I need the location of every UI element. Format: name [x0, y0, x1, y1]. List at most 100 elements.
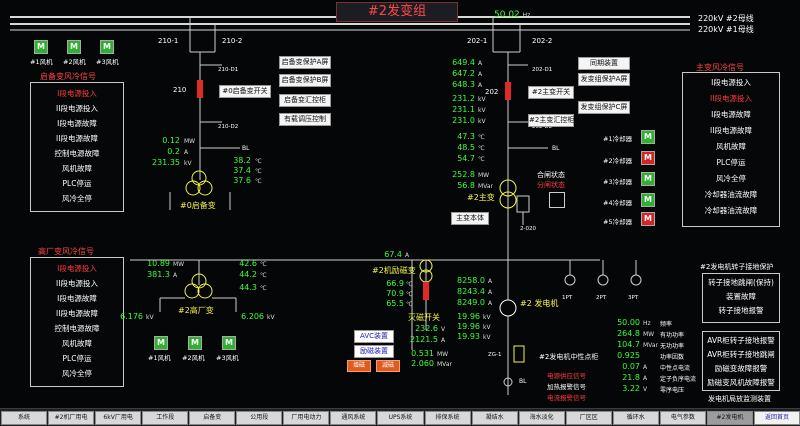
gen-reading-unit: MVar — [643, 342, 658, 349]
signal-row: AVR柜转子接地跳闸 — [707, 350, 775, 359]
aux-temp-1: 42.6 — [239, 259, 257, 268]
gen-voltage-b: 19.96 — [457, 322, 480, 331]
startup-control-cabinet-button[interactable]: 启备变汇控柜 — [279, 94, 331, 107]
aux-mw-value: 10.89 — [147, 259, 170, 268]
nav-button[interactable]: 厂区区 — [565, 411, 612, 425]
pt2-label: 2PT — [596, 295, 607, 301]
startup-protect-a-button[interactable]: 启备变保护A屏 — [279, 56, 331, 69]
main-current-a: 649.4 — [452, 58, 475, 67]
switch-210-d2[interactable]: 210-D2 — [218, 124, 239, 130]
field-breaker-label: 灭磁开关 — [408, 313, 440, 322]
nav-button[interactable]: 凝结水 — [471, 411, 518, 425]
nav-button[interactable]: 系统 — [1, 411, 48, 425]
gen-current-a: 8258.0 — [457, 276, 485, 285]
startup-breaker-button[interactable]: #0启备变开关 — [219, 85, 271, 98]
tap-changer-control-button[interactable]: 有载调压控制 — [279, 113, 331, 126]
signal-row: PLC停运 — [62, 354, 92, 363]
exc-breaker-icon[interactable] — [423, 282, 429, 300]
sync-device-button[interactable]: 同期装置 — [578, 57, 630, 70]
switch-2-020[interactable]: 2-020 — [520, 226, 536, 232]
unit-label: MW — [173, 261, 185, 268]
switch-202-1[interactable]: 202-1 — [467, 37, 488, 45]
unit-label: ℃ — [260, 261, 267, 268]
cooler-label: #2冷却器 — [603, 157, 633, 165]
generator-name: #2 发电机 — [520, 299, 559, 308]
aux-fan3-motor-icon[interactable]: M — [222, 336, 236, 350]
aux-fan2-motor-icon[interactable]: M — [188, 336, 202, 350]
aux-amp-value: 381.3 — [147, 270, 170, 279]
switch-202-d1[interactable]: 202-D1 — [532, 67, 553, 73]
breaker-210-label: 210 — [173, 86, 187, 94]
close-state-title: 合闸状态 — [537, 171, 565, 179]
cooler2-motor-icon[interactable]: M — [641, 151, 655, 165]
unit-label: ℃ — [406, 291, 413, 298]
fan1-motor-icon[interactable]: M — [34, 40, 48, 54]
gen-reading-value: 264.8 — [617, 329, 640, 338]
nav-button[interactable]: 工作段 — [142, 411, 189, 425]
nav-button[interactable]: 排保系统 — [424, 411, 471, 425]
main-breaker-button[interactable]: #2主变开关 — [528, 86, 574, 99]
nav-button[interactable]: #2机厂用电 — [48, 411, 95, 425]
field-voltage: 232.6 — [415, 324, 438, 333]
unit-label: ℃ — [406, 281, 413, 288]
gen-reading-unit: Hz — [643, 320, 651, 327]
lower-excitation-button[interactable]: 减磁 — [376, 360, 400, 372]
startup-temp-3: 37.6 — [233, 176, 251, 185]
partial-discharge-monitor-label[interactable]: 发电机局放监测装置 — [708, 395, 771, 403]
exc-temp-1: 66.9 — [386, 279, 404, 288]
nav-button[interactable]: 海水淡化 — [518, 411, 565, 425]
main-control-cabinet-button[interactable]: #2主变汇控柜 — [528, 114, 574, 127]
nav-button[interactable]: 公用段 — [236, 411, 283, 425]
nav-button[interactable]: 电气参数 — [659, 411, 706, 425]
nav-button[interactable]: 厂用电动力 — [283, 411, 330, 425]
switch-210-2[interactable]: 210-2 — [222, 37, 243, 45]
breaker-210-icon[interactable] — [197, 80, 203, 98]
breaker-202-icon[interactable] — [505, 82, 511, 100]
gen-reading-unit: MW — [643, 331, 655, 338]
unit-label: MW — [478, 172, 490, 179]
aux-xfmr-name: #2高厂变 — [178, 306, 214, 315]
fan3-motor-icon[interactable]: M — [100, 40, 114, 54]
unit-label: MVar — [478, 183, 493, 190]
raise-excitation-button[interactable]: 增磁 — [347, 360, 371, 372]
switch-202-d2[interactable]: 202-D2 — [532, 124, 553, 130]
cooler1-motor-icon[interactable]: M — [641, 130, 655, 144]
signal-row: II段电源故障 — [56, 134, 98, 143]
exc-temp-2: 70.9 — [386, 289, 404, 298]
main-xfmr-body-button[interactable]: 主变本体 — [451, 212, 489, 225]
cooler5-motor-icon[interactable]: M — [641, 212, 655, 226]
startup-temp-1: 38.2 — [233, 156, 251, 165]
gnd-switch-icon[interactable] — [549, 192, 565, 208]
excitation-device-button[interactable]: 励磁装置 — [354, 345, 394, 358]
switch-202-2[interactable]: 202-2 — [532, 37, 553, 45]
gen-protect-a-button[interactable]: 发变组保护A屏 — [578, 73, 630, 86]
nav-button[interactable]: 启备变 — [189, 411, 236, 425]
startup-fan-signal-title: 启备变风冷信号 — [40, 72, 96, 81]
nav-button[interactable]: UPS系统 — [377, 411, 424, 425]
signal-row: I段电源故障 — [711, 110, 751, 119]
unit-label: ℃ — [255, 158, 262, 165]
signal-row: II段电源故障 — [56, 309, 98, 318]
nav-button[interactable]: 返回首页 — [753, 411, 800, 425]
nav-button[interactable]: 通风系统 — [330, 411, 377, 425]
cooler4-motor-icon[interactable]: M — [641, 193, 655, 207]
switch-210-d1[interactable]: 210-D1 — [218, 67, 239, 73]
gen-voltage-c: 19.93 — [457, 332, 480, 341]
startup-protect-b-button[interactable]: 启备变保护B屏 — [279, 74, 331, 87]
nav-button[interactable]: 6kV厂用电 — [95, 411, 142, 425]
nav-button[interactable]: 循环水 — [612, 411, 659, 425]
avc-device-button[interactable]: AVC装置 — [354, 330, 394, 343]
signal-row: 风机故障 — [62, 339, 92, 348]
nav-button[interactable]: #2发电机 — [706, 411, 753, 425]
fan2-motor-icon[interactable]: M — [67, 40, 81, 54]
cooler3-motor-icon[interactable]: M — [641, 172, 655, 186]
aux-fan1-motor-icon[interactable]: M — [154, 336, 168, 350]
unit-label: ℃ — [255, 178, 262, 185]
rotor-protection-panel: 转子接地跳闸(保持) 装置故障 转子接地报警 — [702, 273, 780, 323]
gen-protect-c-button[interactable]: 发变组保护C屏 — [578, 101, 630, 114]
main-voltage-b: 231.1 — [452, 105, 475, 114]
main-mvar-value: 56.8 — [457, 181, 475, 190]
switch-210-1[interactable]: 210-1 — [158, 37, 179, 45]
exc-amp-value: 67.4 — [384, 250, 402, 259]
gen-reading-unit: V — [643, 386, 648, 393]
